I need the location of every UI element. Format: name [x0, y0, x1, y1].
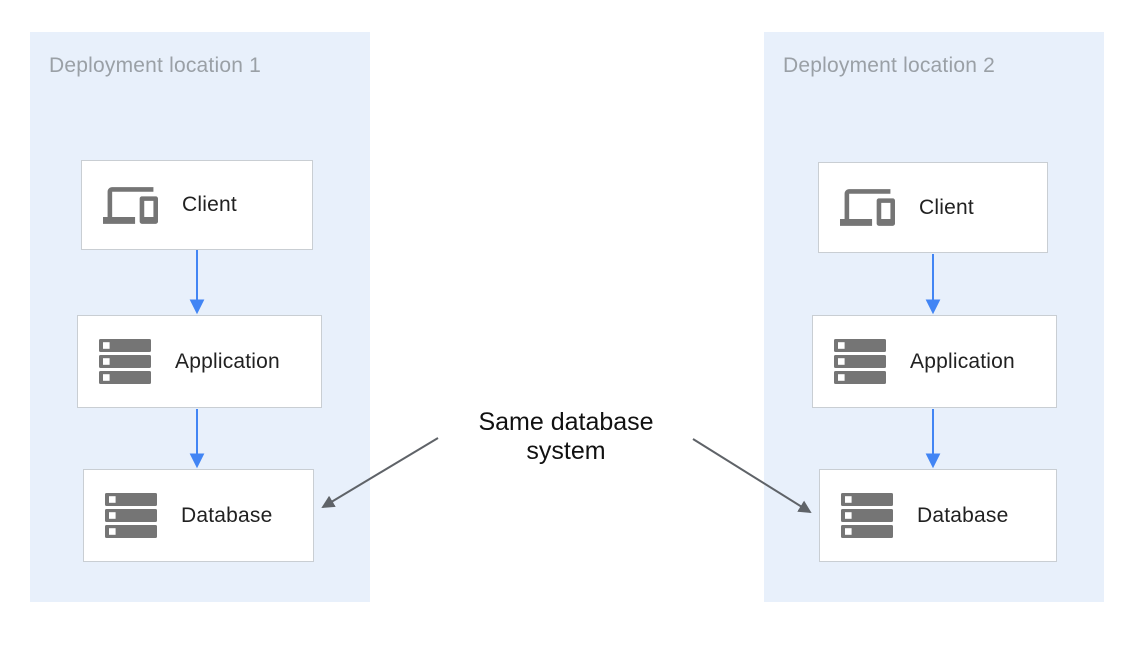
node-client-location-2: Client	[818, 162, 1048, 253]
node-database-location-2: Database	[819, 469, 1057, 562]
node-application-location-2: Application	[812, 315, 1057, 408]
deployment-location-1-panel: Deployment location 1 Client	[30, 32, 370, 602]
deployment-location-2-panel: Deployment location 2 Client	[764, 32, 1104, 602]
devices-icon	[840, 189, 895, 226]
panel-title: Deployment location 2	[783, 54, 995, 77]
annotation-same-database-system: Same database system	[441, 408, 691, 466]
node-label: Client	[182, 193, 237, 216]
server-stack-icon	[105, 493, 157, 538]
panel-title: Deployment location 1	[49, 54, 261, 77]
node-database-location-1: Database	[83, 469, 314, 562]
devices-icon	[103, 186, 158, 224]
node-label: Database	[181, 503, 273, 527]
server-stack-icon	[834, 339, 886, 384]
annotation-line-2: system	[526, 437, 606, 465]
server-stack-icon	[99, 339, 151, 384]
node-label: Client	[919, 195, 974, 219]
server-stack-icon	[841, 493, 893, 538]
node-label: Database	[917, 503, 1009, 527]
node-application-location-1: Application	[77, 315, 322, 408]
annotation-line-1: Same database	[478, 408, 654, 436]
node-label: Application	[910, 349, 1015, 373]
node-label: Application	[175, 349, 280, 373]
node-client-location-1: Client	[81, 160, 313, 250]
